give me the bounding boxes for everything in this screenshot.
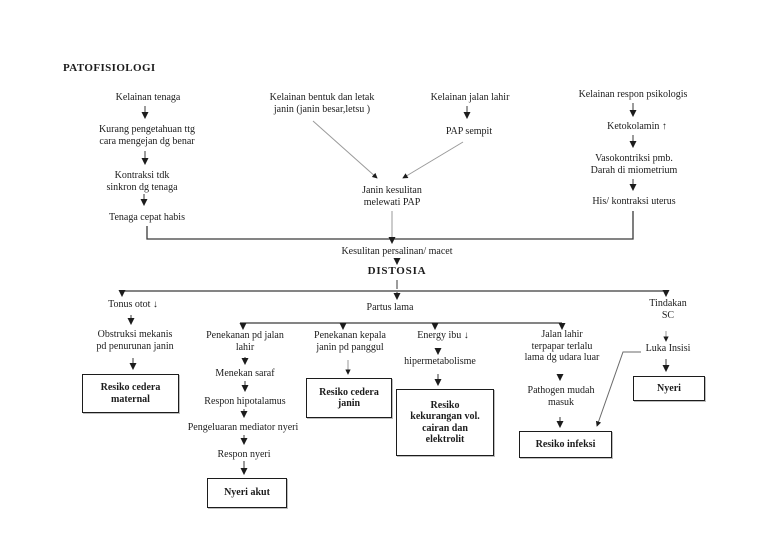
node-kelainan-respon-psikologis: Kelainan respon psikologis <box>578 89 688 100</box>
box-resiko-infeksi: Resiko infeksi <box>519 431 612 458</box>
node-tonus-otot: Tonus otot ↓ <box>108 299 158 310</box>
node-kelainan-jalan-lahir: Kelainan jalan lahir <box>430 92 510 103</box>
arrow-luka-to-infeksi <box>595 351 641 427</box>
node-distosia: DISTOSIA <box>367 265 427 277</box>
node-pengeluaran-mediator-nyeri: Pengeluaran mediator nyeri <box>187 422 299 433</box>
node-kelainan-tenaga: Kelainan tenaga <box>115 92 181 103</box>
box-resiko-cedera-maternal: Resiko cedera maternal <box>82 374 179 413</box>
arrow-pap-to-janin <box>402 141 464 179</box>
node-ketokolamin: Ketokolamin ↑ <box>607 121 667 132</box>
node-kesulitan-persalinan: Kesulitan persalinan/ macet <box>341 246 453 257</box>
node-his-kontraksi-uterus: His/ kontraksi uterus <box>592 196 676 207</box>
node-pathogen-mudah-masuk: Pathogen mudah masuk <box>527 385 595 408</box>
node-energy-ibu: Energy ibu ↓ <box>417 330 469 341</box>
node-kontraksi-tidak-sinkron: Kontraksi tdk sinkron dg tenaga <box>106 170 178 193</box>
node-respon-hipotalamus: Respon hipotalamus <box>204 396 286 407</box>
arrow-bentuk-to-janin <box>312 120 378 179</box>
node-kurang-pengetahuan: Kurang pengetahuan ttg cara mengejan dg … <box>98 124 196 147</box>
node-pap-sempit: PAP sempit <box>445 126 493 137</box>
node-penekanan-jalan-lahir: Penekanan pd jalan lahir <box>206 330 284 353</box>
node-menekan-saraf: Menekan saraf <box>215 368 275 379</box>
node-luka-insisi: Luka Insisi <box>645 343 691 354</box>
node-penekanan-kepala: Penekanan kepala janin pd panggul <box>314 330 386 353</box>
node-vasokontriksi: Vasokontriksi pmb. Darah di miometrium <box>590 153 678 176</box>
box-nyeri-akut: Nyeri akut <box>207 478 287 508</box>
node-janin-kesulitan-pap: Janin kesulitan melewati PAP <box>362 185 422 208</box>
node-tenaga-cepat-habis: Tenaga cepat habis <box>109 212 185 223</box>
node-obstruksi-mekanis: Obstruksi mekanis pd penurunan janin <box>96 329 174 352</box>
node-jalan-lahir-terpapar: Jalan lahir terpapar terlalu lama dg uda… <box>524 329 600 363</box>
node-hipermetabolisme: hipermetabolisme <box>404 356 476 367</box>
box-resiko-kekurangan-cairan: Resiko kekurangan vol. cairan dan elektr… <box>396 389 494 456</box>
node-respon-nyeri: Respon nyeri <box>217 449 271 460</box>
page-title: PATOFISIOLOGI <box>63 62 156 74</box>
line-collector-top <box>146 211 634 240</box>
box-nyeri: Nyeri <box>633 376 705 401</box>
node-kelainan-bentuk-letak: Kelainan bentuk dan letak janin (janin b… <box>269 92 375 115</box>
box-resiko-cedera-janin: Resiko cedera janin <box>306 378 392 418</box>
node-tindakan-sc: Tindakan SC <box>649 298 687 321</box>
node-partus-lama: Partus lama <box>366 302 414 313</box>
